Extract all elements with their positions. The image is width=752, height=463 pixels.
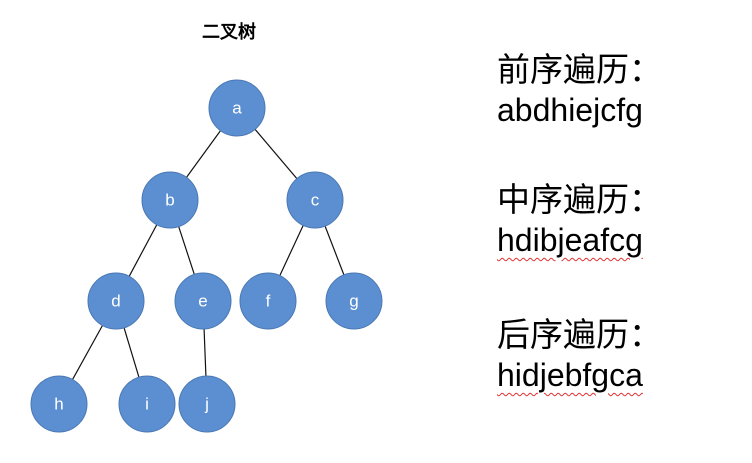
preorder-sequence: abdhiejcfg — [497, 92, 643, 128]
node-b: b — [141, 171, 199, 229]
node-f: f — [239, 272, 297, 330]
postorder-sequence: hidjebfgca — [497, 357, 643, 393]
node-i: i — [118, 375, 176, 433]
node-circle-f — [239, 272, 297, 330]
node-label-i: i — [145, 395, 149, 414]
node-label-d: d — [111, 292, 120, 311]
node-circle-i — [118, 375, 176, 433]
node-label-e: e — [198, 292, 207, 311]
node-circle-d — [87, 272, 145, 330]
node-circle-g — [325, 272, 383, 330]
node-a: a — [208, 79, 266, 137]
node-label-c: c — [311, 191, 320, 210]
postorder-block: 后序遍历： hidjebfgca — [497, 315, 662, 395]
node-g: g — [325, 272, 383, 330]
node-e: e — [174, 272, 232, 330]
postorder-label: 后序遍历： — [497, 315, 662, 354]
node-label-g: g — [349, 292, 358, 311]
preorder-label: 前序遍历： — [497, 50, 662, 89]
node-circle-h — [30, 375, 88, 433]
node-c: c — [286, 171, 344, 229]
node-label-j: j — [204, 395, 209, 414]
node-label-a: a — [232, 99, 242, 118]
node-circle-j — [178, 375, 236, 433]
inorder-label: 中序遍历： — [497, 180, 662, 219]
node-j: j — [178, 375, 236, 433]
inorder-block: 中序遍历： hdibjeafcg — [497, 180, 662, 260]
node-circle-c — [286, 171, 344, 229]
node-label-b: b — [165, 191, 174, 210]
inorder-sequence: hdibjeafcg — [497, 222, 643, 258]
preorder-block: 前序遍历： abdhiejcfg — [497, 50, 662, 130]
diagram-title: 二叉树 — [202, 22, 256, 43]
node-label-h: h — [54, 395, 63, 414]
node-d: d — [87, 272, 145, 330]
node-circle-a — [208, 79, 266, 137]
node-h: h — [30, 375, 88, 433]
node-circle-e — [174, 272, 232, 330]
node-label-f: f — [266, 292, 271, 311]
node-circle-b — [141, 171, 199, 229]
